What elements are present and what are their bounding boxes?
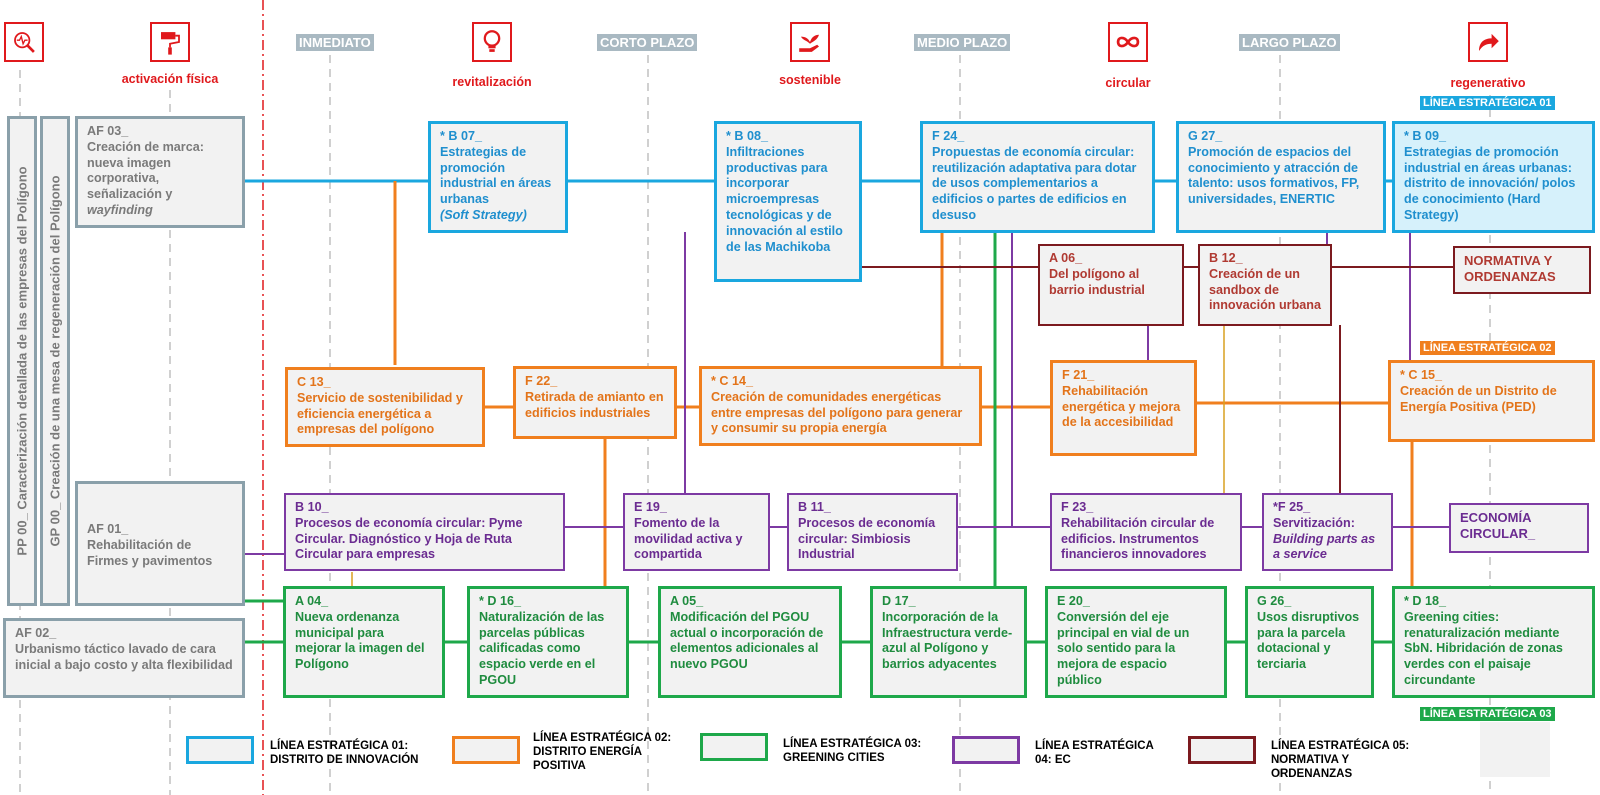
phase-circular: circular [1105, 76, 1151, 90]
phase-sostenible: sostenible [779, 73, 841, 87]
box-economia-circular[interactable]: ECONOMÍA CIRCULAR_ [1449, 503, 1589, 553]
box-b09[interactable]: * B 09_Estrategias de promoción industri… [1392, 121, 1595, 233]
box-normativa[interactable]: NORMATIVA Y ORDENANZAS [1453, 246, 1591, 294]
box-b11[interactable]: B 11_Procesos de economía circular: Simb… [787, 493, 958, 571]
box-c13[interactable]: C 13_Servicio de sostenibilidad y eficie… [285, 367, 485, 447]
box-f22[interactable]: F 22_Retirada de amianto en edificios in… [513, 366, 677, 439]
legend-swatch-le04 [952, 736, 1020, 764]
tag-le02: LÍNEA ESTRATÉGICA 02 [1420, 341, 1555, 355]
box-b12[interactable]: B 12_Creación de un sandbox de innovació… [1198, 244, 1332, 326]
box-f21[interactable]: F 21_Rehabilitación energética y mejora … [1050, 360, 1197, 456]
legend-label-le02: LÍNEA ESTRATÉGICA 02: DISTRITO ENERGÍA P… [533, 732, 672, 772]
legend-label-le04: LÍNEA ESTRATÉGICA 04: EC [1035, 740, 1154, 766]
box-b10[interactable]: B 10_Procesos de economía circular: Pyme… [284, 493, 565, 571]
le04-connectors [244, 232, 1449, 555]
pp00-bar: PP 00_ Caracterización detallada de las … [7, 116, 37, 606]
legend-swatch-le02 [452, 736, 520, 764]
legend-label-le01: LÍNEA ESTRATÉGICA 01: DISTRITO DE INNOVA… [270, 740, 419, 766]
box-c14[interactable]: * C 14_Creación de comunidades energétic… [699, 366, 982, 446]
arrow-forward-icon [1468, 22, 1508, 62]
legend-swatch-le03 [700, 733, 768, 761]
legend-swatch-le01 [186, 736, 254, 764]
box-f25[interactable]: *F 25_Servitización:Building parts as a … [1262, 493, 1393, 571]
horizon-largo-plazo: LARGO PLAZO [1239, 34, 1340, 51]
monitor-heartbeat-icon [4, 22, 44, 62]
box-d17[interactable]: D 17_Incorporación de la Infraestructura… [870, 586, 1027, 698]
phase-revitalizacion: revitalización [452, 75, 532, 89]
box-af02[interactable]: AF 02_Urbanismo táctico lavado de cara i… [3, 618, 245, 698]
box-g26[interactable]: G 26_Usos disruptivos para la parcela do… [1245, 586, 1374, 698]
gp00-label: GP 00_ Creación de una mesa de regenerac… [47, 175, 63, 547]
box-b08[interactable]: * B 08_Infiltraciones productivas para i… [714, 121, 862, 282]
box-e19[interactable]: E 19_Fomento de la movilidad activa y co… [623, 493, 770, 571]
horizon-medio-plazo: MEDIO PLAZO [914, 34, 1011, 51]
legend-label-le05: LÍNEA ESTRATÉGICA 05: NORMATIVA Y ORDENA… [1271, 740, 1410, 780]
le05-connectors [862, 266, 1453, 494]
box-a06[interactable]: A 06_Del polígono al barrio industrial [1038, 244, 1184, 326]
box-g27[interactable]: G 27_Promoción de espacios del conocimie… [1176, 121, 1386, 233]
paint-roller-icon [150, 22, 190, 62]
legend-label-le03: LÍNEA ESTRATÉGICA 03: GREENING CITIES [783, 738, 922, 764]
horizon-inmediato: INMEDIATO [296, 34, 374, 51]
box-a05[interactable]: A 05_Modificación del PGOU actual o inco… [658, 586, 842, 698]
le02-connectors [393, 181, 1414, 586]
box-f24[interactable]: F 24_Propuestas de economía circular: re… [920, 121, 1155, 233]
horizon-corto-plazo: CORTO PLAZO [597, 34, 698, 51]
legend-swatch-le05 [1188, 736, 1256, 764]
phase-activacion-fisica: activación física [121, 72, 219, 86]
box-d18[interactable]: * D 18_Greening cities: renaturalización… [1392, 586, 1595, 698]
plant-hand-icon [790, 22, 830, 62]
tag-le01: LÍNEA ESTRATÉGICA 01 [1420, 96, 1555, 110]
blank-panel [1480, 722, 1550, 777]
box-f23[interactable]: F 23_Rehabilitación circular de edificio… [1050, 493, 1242, 571]
pp00-label: PP 00_ Caracterización detallada de las … [14, 166, 30, 556]
gp00-bar: GP 00_ Creación de una mesa de regenerac… [40, 116, 70, 606]
box-b07[interactable]: * B 07_Estrategias de promoción industri… [428, 121, 568, 233]
lightbulb-icon [472, 22, 512, 62]
box-af01[interactable]: AF 01_Rehabilitación de Firmes y pavimen… [75, 481, 245, 606]
minor-connectors [351, 325, 1225, 586]
phase-regenerativo: regenerativo [1450, 76, 1526, 90]
box-d16[interactable]: * D 16_Naturalización de las parcelas pú… [467, 586, 629, 698]
box-af03[interactable]: AF 03_Creación de marca: nueva imagen co… [75, 116, 245, 228]
box-c15[interactable]: * C 15_Creación de un Distrito de Energí… [1388, 360, 1595, 442]
box-a04[interactable]: A 04_Nueva ordenanza municipal para mejo… [283, 586, 445, 698]
tag-le03: LÍNEA ESTRATÉGICA 03 [1420, 707, 1555, 721]
box-e20[interactable]: E 20_Conversión del eje principal en via… [1045, 586, 1227, 698]
infinity-icon [1108, 22, 1148, 62]
